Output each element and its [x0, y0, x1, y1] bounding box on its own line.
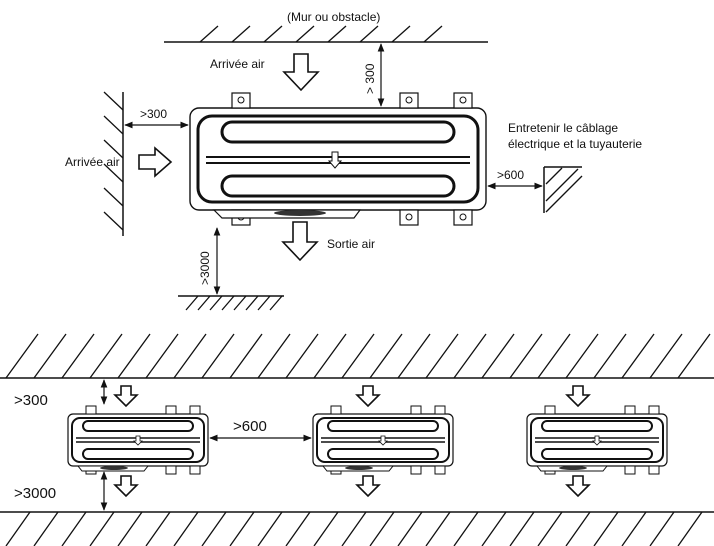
left-wall	[103, 91, 124, 236]
clear-bottom-label: >3000	[198, 251, 212, 285]
clear-top-label: > 300	[363, 63, 377, 94]
clear-right-label: >600	[497, 168, 524, 182]
maintenance-line-2: électrique et la tuyauterie	[508, 137, 642, 151]
top-wall	[164, 25, 488, 43]
row-unit-2	[312, 405, 454, 475]
air-inlet-left-arrow	[138, 146, 173, 178]
row-clear-top-label: >300	[14, 392, 48, 409]
maintenance-line-1: Entretenir le câblage	[508, 121, 618, 135]
right-obstacle	[543, 166, 583, 213]
row-inlet-arrow-3	[566, 385, 590, 407]
floor	[178, 295, 284, 311]
row-unit-3	[526, 405, 668, 475]
row-clear-bottom-label: >3000	[14, 485, 56, 502]
wall-label: (Mur ou obstacle)	[287, 10, 380, 24]
indoor-unit	[188, 91, 488, 227]
row-outlet-arrow-3	[566, 475, 590, 497]
row-clear-between-label: >600	[233, 418, 267, 435]
row-bottom-wall	[0, 511, 714, 546]
air-inlet-top-arrow	[282, 53, 320, 92]
row-inlet-arrow-2	[356, 385, 380, 407]
air-outlet-label: Sortie air	[327, 237, 375, 251]
row-outlet-arrow-2	[356, 475, 380, 497]
row-outlet-arrow-1	[114, 475, 138, 497]
row-inlet-arrow-1	[114, 385, 138, 407]
row-unit-1	[67, 405, 209, 475]
air-outlet-arrow	[281, 221, 319, 262]
air-inlet-left-label: Arrivée air	[65, 155, 120, 169]
clear-left-label: >300	[140, 107, 167, 121]
row-top-wall	[0, 333, 714, 379]
air-inlet-top-label: Arrivée air	[210, 57, 265, 71]
